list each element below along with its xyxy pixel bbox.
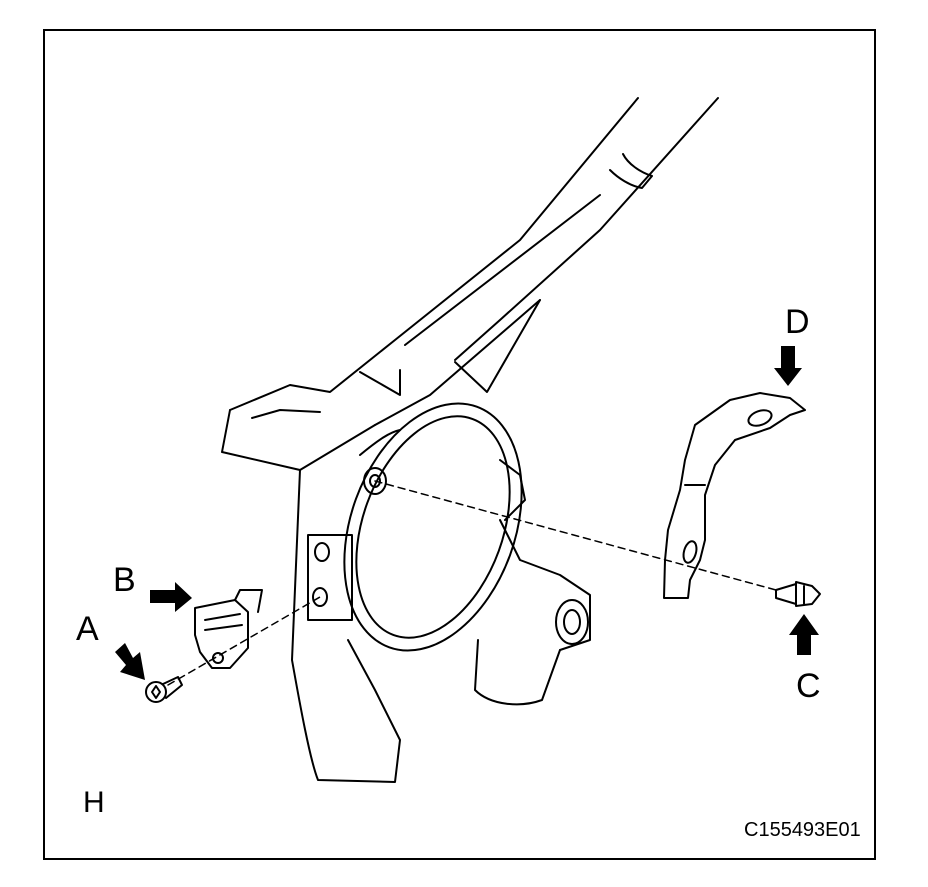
callout-label-c: C xyxy=(796,667,821,705)
arrow-d xyxy=(774,346,802,386)
bolt-a xyxy=(145,676,183,703)
side-indicator-label: H xyxy=(83,786,105,819)
hub-bore xyxy=(343,402,523,652)
bracket-d xyxy=(663,392,806,599)
callout-label-b: B xyxy=(113,561,136,599)
knuckle-body xyxy=(291,459,591,783)
callout-label-d: D xyxy=(785,303,810,341)
arrow-a xyxy=(115,643,145,680)
alignment-lines xyxy=(167,480,777,686)
arrow-c xyxy=(789,614,819,655)
figure-frame xyxy=(43,29,876,860)
callout-label-a: A xyxy=(76,610,99,648)
figure-code: C155493E01 xyxy=(744,819,861,841)
bolt-c xyxy=(775,581,821,607)
arrow-b xyxy=(150,582,192,612)
speed-sensor xyxy=(194,589,263,669)
knuckle-upper-arm xyxy=(221,97,719,471)
